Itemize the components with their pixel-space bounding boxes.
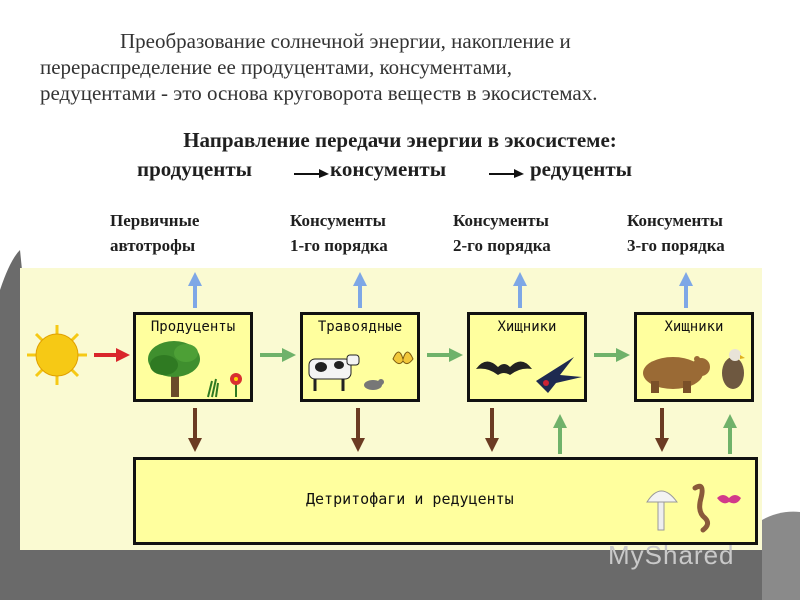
arrow-down-producers [188,408,202,452]
arrow-herbivores-to-predators-1 [427,348,463,362]
arrow-up-predators-2 [679,272,693,308]
arrow-decomposers-up-2 [723,414,737,454]
arrow-decomposers-up-1 [553,414,567,454]
arrow-up-producers [188,272,202,308]
arrow-producers-to-herbivores [260,348,296,362]
arrow-down-herbivores [351,408,365,452]
arrow-predators-1-to-predators-2 [594,348,630,362]
arrow-up-predators-1 [513,272,527,308]
watermark: MyShared [608,540,735,571]
arrow-sun-to-producers [94,348,130,362]
sun-icon [27,325,87,385]
arrow-up-herbivores [353,272,367,308]
arrow-down-predators-1 [485,408,499,452]
arrow-down-predators-2 [655,408,669,452]
